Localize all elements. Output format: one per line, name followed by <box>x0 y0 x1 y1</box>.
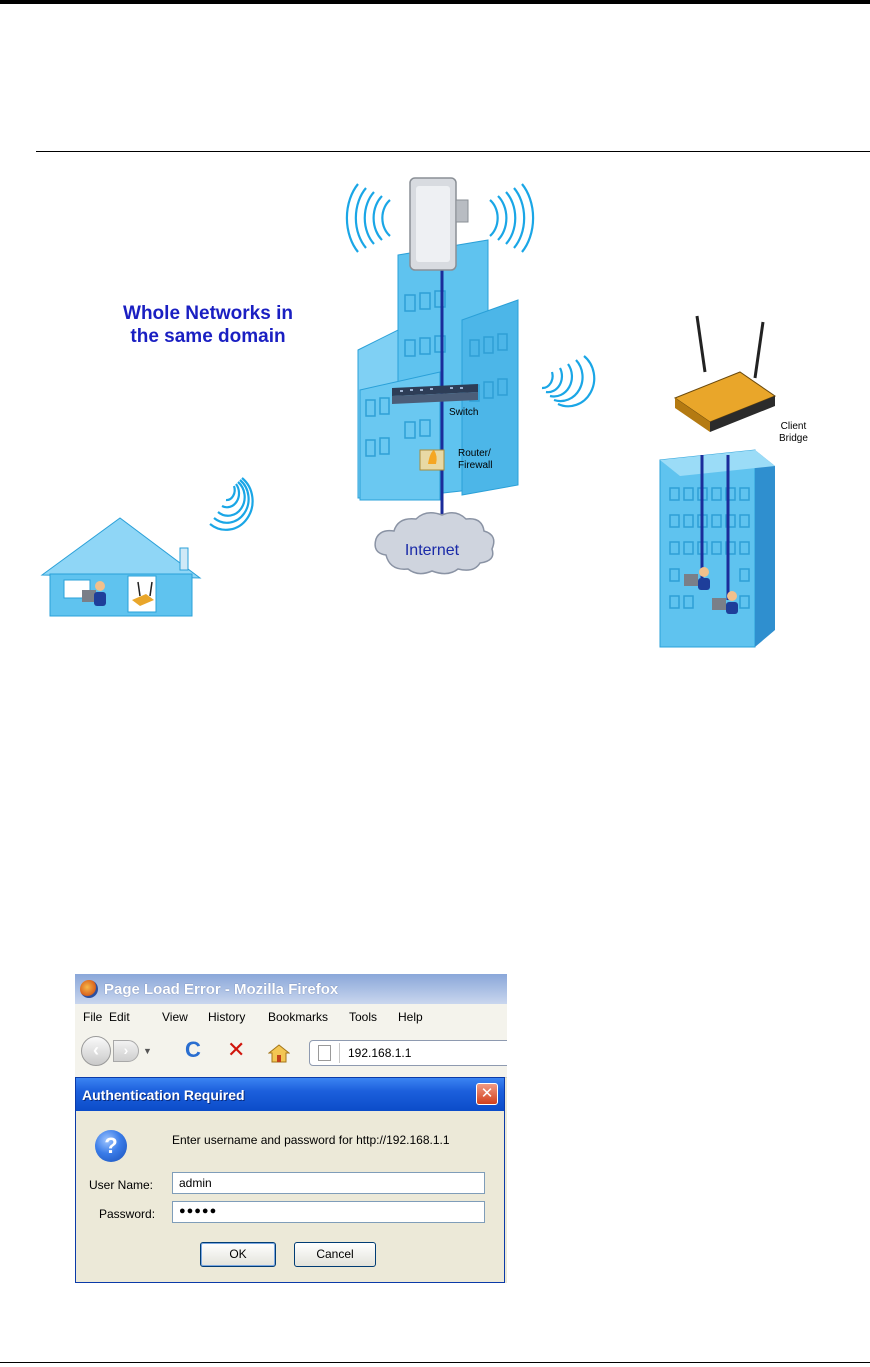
client-label-line1: Client <box>780 421 807 432</box>
stop-icon[interactable]: ✕ <box>227 1037 246 1062</box>
authentication-dialog: Authentication Required ✕ ? Enter userna… <box>75 1077 505 1283</box>
window-titlebar: Page Load Error - Mozilla Firefox <box>75 974 507 1004</box>
diagram-heading: Whole Networks in the same domain <box>98 302 318 348</box>
central-building <box>357 239 519 515</box>
network-diagram: Whole Networks in the same domain Switch… <box>0 160 870 660</box>
home-icon[interactable] <box>268 1043 290 1063</box>
menu-bar: File Edit View History Bookmarks Tools H… <box>75 1004 507 1029</box>
firefox-logo-icon <box>80 980 98 998</box>
page-icon <box>318 1045 331 1061</box>
client-bridge-device <box>673 315 777 432</box>
dialog-titlebar: Authentication Required ✕ <box>76 1078 504 1111</box>
address-separator <box>339 1043 340 1063</box>
menu-bookmarks[interactable]: Bookmarks <box>268 1010 329 1024</box>
bottom-rule <box>0 1362 870 1363</box>
window-title: Page Load Error - Mozilla Firefox <box>104 981 339 998</box>
back-forward-group: ‹ › ▼ <box>81 1036 173 1066</box>
section-rule <box>36 151 870 152</box>
menu-help[interactable]: Help <box>398 1010 423 1024</box>
dialog-title: Authentication Required <box>82 1087 245 1103</box>
router-label-line1: Router/ <box>458 448 491 459</box>
diagram-heading-line1: Whole Networks in <box>123 303 293 324</box>
menu-history[interactable]: History <box>208 1010 246 1024</box>
router-label: Router/ Firewall <box>458 448 492 472</box>
forward-arrow-icon: › <box>123 1042 129 1058</box>
client-bridge-label: Client Bridge <box>779 421 808 445</box>
diagram-graphics <box>40 177 777 648</box>
cancel-button[interactable]: Cancel <box>294 1242 376 1267</box>
firefox-window: Page Load Error - Mozilla Firefox File E… <box>75 974 507 1283</box>
internet-label: Internet <box>404 542 460 559</box>
access-point-device <box>409 177 469 271</box>
close-button[interactable]: ✕ <box>476 1083 498 1105</box>
client-label-line2: Bridge <box>779 433 808 444</box>
top-rule <box>0 0 870 4</box>
navigation-toolbar: ‹ › ▼ C ✕ 192.168.1.1 <box>75 1029 507 1078</box>
right-building <box>659 449 775 648</box>
close-icon: ✕ <box>480 1085 494 1102</box>
switch-device <box>392 384 478 404</box>
ap-waves <box>345 183 535 253</box>
auth-prompt: Enter username and password for http://1… <box>172 1133 450 1147</box>
address-bar[interactable]: 192.168.1.1 <box>309 1040 507 1066</box>
reload-icon[interactable]: C <box>185 1037 201 1062</box>
username-label: User Name: <box>89 1178 154 1192</box>
menu-edit[interactable]: Edit <box>109 1010 130 1024</box>
firewall-device <box>419 449 445 471</box>
question-icon: ? <box>95 1130 127 1162</box>
ok-button[interactable]: OK <box>200 1242 276 1267</box>
house-waves <box>209 477 254 531</box>
switch-label: Switch <box>449 407 479 418</box>
password-label: Password: <box>99 1207 156 1221</box>
diagram-heading-line2: the same domain <box>130 326 286 347</box>
history-dropdown-icon[interactable]: ▼ <box>143 1046 152 1056</box>
back-arrow-icon: ‹ <box>93 1040 99 1060</box>
router-label-line2: Firewall <box>458 460 493 471</box>
username-field[interactable]: admin <box>172 1172 485 1194</box>
menu-view[interactable]: View <box>162 1010 188 1024</box>
back-button[interactable]: ‹ <box>81 1036 111 1066</box>
password-field[interactable]: ●●●●● <box>172 1201 485 1223</box>
mid-waves <box>541 355 596 408</box>
address-url[interactable]: 192.168.1.1 <box>348 1046 412 1060</box>
forward-button[interactable]: › <box>113 1040 139 1062</box>
menu-tools[interactable]: Tools <box>349 1010 378 1024</box>
house <box>40 517 202 617</box>
internet-cloud <box>374 512 495 575</box>
menu-file[interactable]: File <box>83 1010 103 1024</box>
